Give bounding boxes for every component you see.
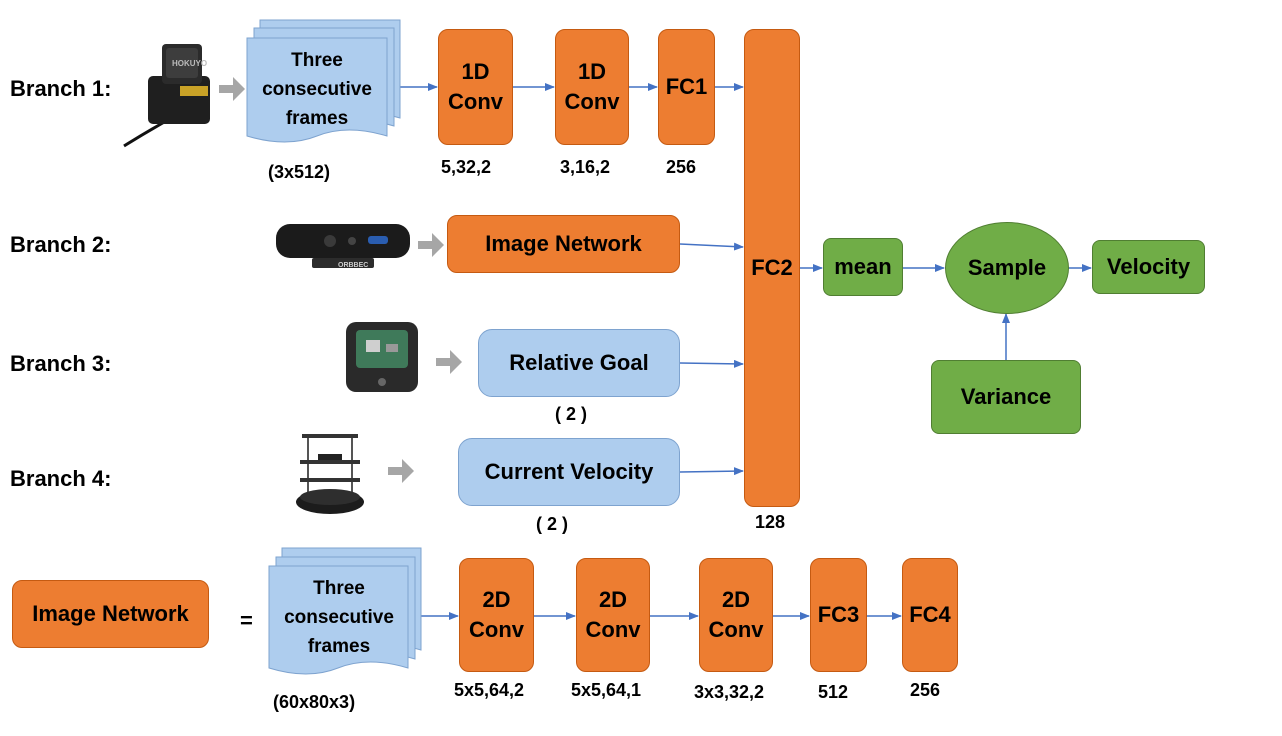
- fc3-block: FC3: [810, 558, 867, 672]
- conv1d-2-params: 3,16,2: [560, 157, 611, 177]
- gray-arrow-branch1: [219, 77, 245, 101]
- arrow-relative-goal-to-fc2: [679, 359, 744, 368]
- gray-arrow-branch2: [418, 233, 444, 257]
- lidar-sensor-icon: HOKUYO: [123, 44, 210, 148]
- conv1d-1-params: 5,32,2: [441, 157, 492, 177]
- conv2d-2-params: 5x5,64,1: [571, 680, 642, 700]
- fc3-label: FC3: [817, 602, 860, 627]
- frames-stack-image-network: [268, 547, 422, 675]
- frames-dim-image-network: (60x80x3): [273, 692, 356, 712]
- sample-node: Sample: [945, 222, 1069, 314]
- current-velocity-block: Current Velocity: [458, 438, 680, 506]
- frames-stack-branch1: [246, 19, 401, 143]
- velocity-output-block: Velocity: [1092, 240, 1205, 294]
- conv1d-1-block: 1D Conv: [438, 29, 513, 145]
- fc4-params: 256: [910, 680, 941, 700]
- turtlebot-robot-icon: [296, 434, 364, 514]
- branch-2-label: Branch 2:: [10, 232, 112, 257]
- relative-goal-block: Relative Goal: [478, 329, 680, 397]
- svg-text:HOKUYO: HOKUYO: [172, 59, 207, 68]
- arrow-current-velocity-to-fc2: [679, 467, 744, 476]
- conv1d-2-label: 1D Conv: [564, 59, 620, 114]
- fc3-params: 512: [818, 682, 849, 702]
- variance-label: Variance: [960, 384, 1052, 409]
- controller-board-icon: [346, 322, 418, 392]
- mean-label: mean: [834, 254, 892, 279]
- fc1-params: 256: [666, 157, 697, 177]
- frames-dim-branch1: (3x512): [268, 162, 331, 182]
- velocity-output-label: Velocity: [1106, 254, 1191, 279]
- fc1-block: FC1: [658, 29, 715, 145]
- image-network-def-label: Image Network: [32, 601, 189, 626]
- conv1d-1-label: 1D Conv: [448, 59, 503, 114]
- fc1-label: FC1: [665, 74, 708, 99]
- sample-label: Sample: [967, 255, 1047, 280]
- gray-arrow-branch3: [436, 350, 462, 374]
- branch-3-label: Branch 3:: [10, 351, 112, 376]
- image-network-block: Image Network: [447, 215, 680, 273]
- gray-arrow-branch4: [388, 459, 414, 483]
- conv2d-1-label: 2D Conv: [469, 587, 524, 642]
- conv1d-2-block: 1D Conv: [555, 29, 629, 145]
- mean-block: mean: [823, 238, 903, 296]
- conv2d-3-block: 2D Conv: [699, 558, 773, 672]
- frames-text-image-network: Three consecutive frames: [284, 578, 394, 657]
- variance-block: Variance: [931, 360, 1081, 434]
- branch-4-label: Branch 4:: [10, 466, 112, 491]
- current-velocity-dim: ( 2 ): [536, 514, 569, 534]
- depth-camera-icon: ORBBEC: [276, 224, 410, 269]
- fc4-label: FC4: [909, 602, 951, 627]
- conv2d-2-block: 2D Conv: [576, 558, 650, 672]
- conv2d-2-label: 2D Conv: [585, 587, 641, 642]
- fc2-block: FC2: [744, 29, 800, 507]
- conv2d-1-params: 5x5,64,2: [454, 680, 525, 700]
- branch-1-label: Branch 1:: [10, 76, 112, 101]
- svg-text:ORBBEC: ORBBEC: [338, 262, 368, 269]
- relative-goal-dim: ( 2 ): [555, 404, 588, 424]
- current-velocity-label: Current Velocity: [484, 459, 654, 484]
- frames-text-branch1: Three consecutive frames: [262, 50, 372, 129]
- fc2-label: FC2: [751, 255, 793, 280]
- conv2d-1-block: 2D Conv: [459, 558, 534, 672]
- fc2-params: 128: [755, 512, 786, 532]
- conv2d-3-params: 3x3,32,2: [694, 682, 765, 702]
- image-network-label: Image Network: [485, 231, 642, 256]
- image-network-def-block: Image Network: [12, 580, 209, 648]
- conv2d-3-label: 2D Conv: [708, 587, 764, 642]
- relative-goal-label: Relative Goal: [509, 350, 649, 375]
- equals-sign: =: [240, 608, 253, 633]
- arrow-image-network-to-fc2: [679, 242, 744, 251]
- fc4-block: FC4: [902, 558, 958, 672]
